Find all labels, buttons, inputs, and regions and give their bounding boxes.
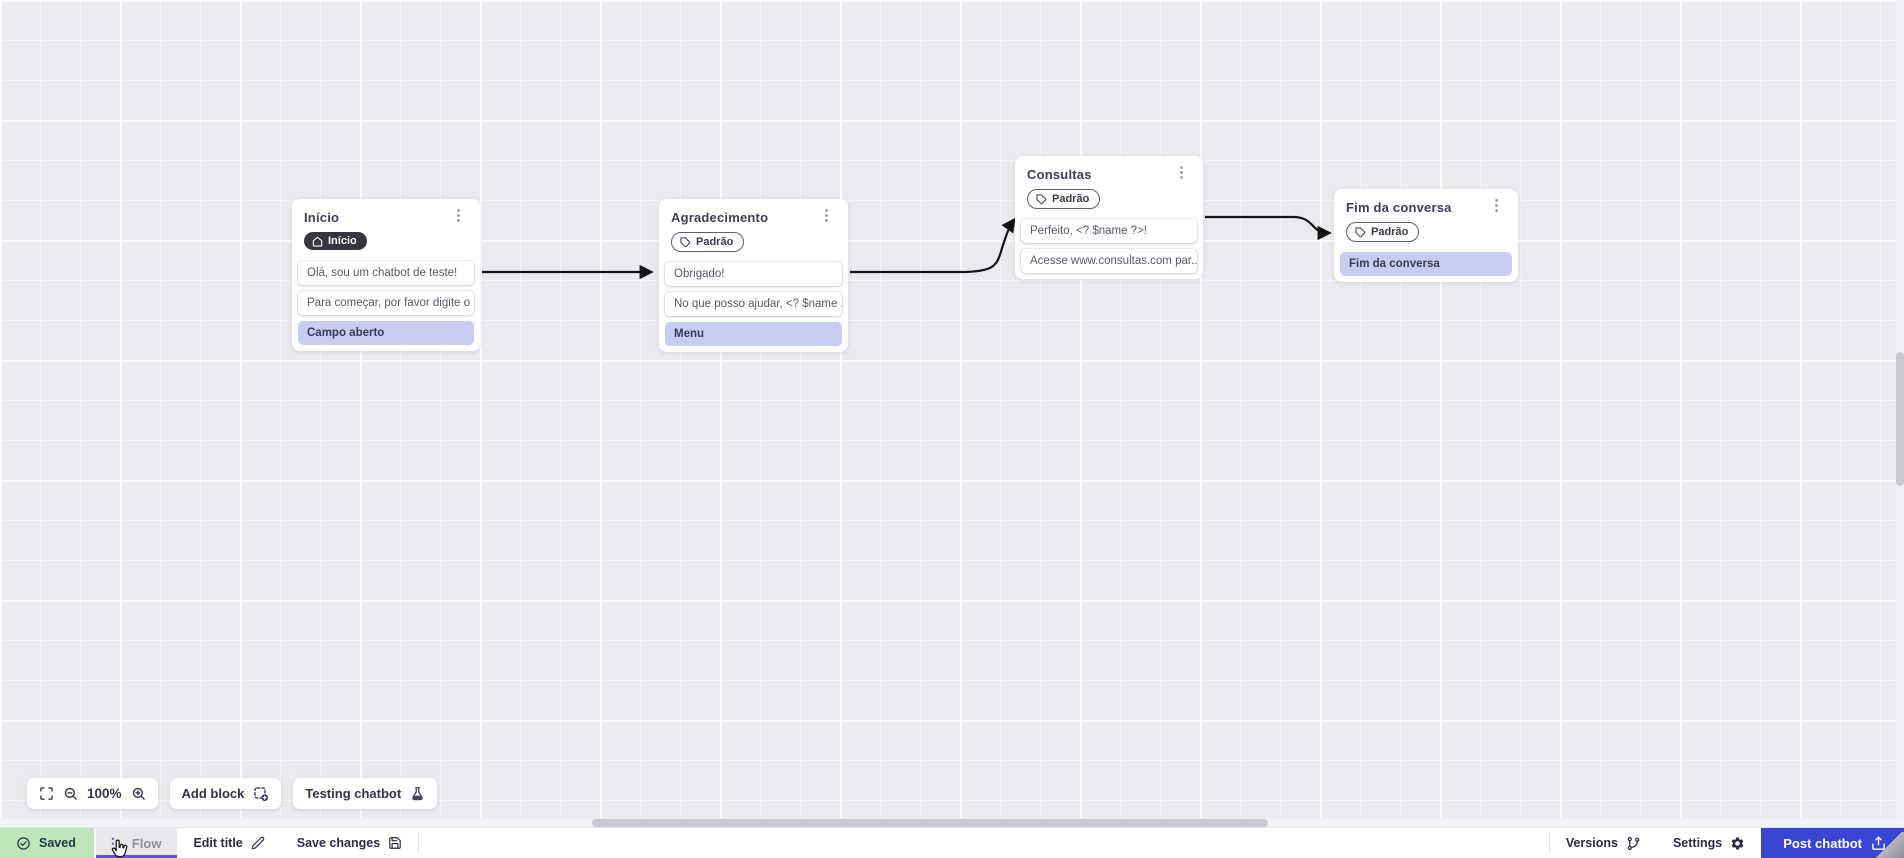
node-rows: Perfeito, <? $name ?>! Acesse www.consul…	[1021, 218, 1197, 273]
add-block-button[interactable]: Add block	[169, 778, 282, 809]
node-menu-icon[interactable]: ⋮	[819, 207, 834, 224]
horizontal-scrollbar-track[interactable]	[0, 819, 1904, 827]
node-rows: Fim da conversa	[1340, 251, 1512, 276]
message-row[interactable]: Acesse www.consultas.com par...	[1021, 248, 1197, 273]
message-row[interactable]: Perfeito, <? $name ?>!	[1021, 218, 1197, 243]
edit-title-label: Edit title	[193, 836, 243, 850]
connection-arrows	[482, 215, 1332, 280]
message-row[interactable]: Para começar, por favor digite o ...	[298, 290, 474, 315]
save-status-badge: Saved	[0, 828, 94, 858]
connector-agradecimento-consultas	[850, 217, 1016, 274]
node-header: Consultas ⋮	[1021, 165, 1197, 182]
gear-icon	[1731, 837, 1744, 849]
connector-consultas-fim	[1205, 215, 1332, 241]
flow-node-fim-da-conversa[interactable]: Fim da conversa ⋮ Padrão Fim da conversa	[1334, 189, 1518, 282]
flow-node-inicio[interactable]: Início ⋮ Início Olá, sou um chatbot de t…	[292, 199, 480, 351]
node-rows: Olá, sou um chatbot de teste! Para começ…	[298, 260, 474, 345]
flow-menu-icon[interactable]: ⋮	[105, 834, 120, 851]
node-title: Agradecimento	[671, 210, 769, 225]
badge-label: Padrão	[696, 236, 734, 248]
flow-tab-label: Flow	[131, 835, 162, 851]
start-badge: Início	[304, 232, 367, 250]
input-row[interactable]: Fim da conversa	[1340, 251, 1512, 276]
tag-icon	[1355, 226, 1366, 237]
check-circle-icon	[17, 836, 30, 850]
statusbar-spacer	[419, 828, 1549, 858]
post-chatbot-label: Post chatbot	[1783, 835, 1862, 851]
vertical-scrollbar-thumb[interactable]	[1896, 352, 1904, 486]
padrao-badge: Padrão	[1027, 189, 1101, 209]
canvas-toolbar: 100% Add block Testing chatbot	[27, 778, 438, 809]
flow-node-consultas[interactable]: Consultas ⋮ Padrão Perfeito, <? $name ?>…	[1015, 156, 1203, 279]
divider	[418, 832, 420, 854]
flow-canvas[interactable]: Início ⋮ Início Olá, sou um chatbot de t…	[0, 0, 1904, 827]
settings-label: Settings	[1672, 836, 1723, 850]
zoom-level: 100%	[87, 786, 122, 801]
saved-label: Saved	[39, 836, 76, 850]
node-title: Consultas	[1027, 167, 1092, 182]
zoom-controls: 100%	[27, 778, 158, 809]
tag-icon	[1036, 193, 1047, 204]
tag-icon	[680, 236, 691, 247]
save-changes-label: Save changes	[296, 836, 381, 850]
node-title: Fim da conversa	[1346, 200, 1452, 215]
padrao-badge: Padrão	[671, 232, 745, 252]
badge-label: Padrão	[1371, 226, 1409, 238]
node-title: Início	[304, 210, 340, 225]
status-bar: Saved ⋮ Flow Edit title Save changes Ver…	[0, 827, 1904, 858]
flow-node-agradecimento[interactable]: Agradecimento ⋮ Padrão Obrigado! No que …	[659, 199, 848, 352]
padrao-badge: Padrão	[1346, 222, 1420, 242]
versions-label: Versions	[1565, 836, 1618, 850]
tab-flow[interactable]: ⋮ Flow	[95, 828, 178, 858]
testing-chatbot-button[interactable]: Testing chatbot	[293, 778, 438, 809]
add-block-label: Add block	[181, 786, 245, 801]
git-branch-icon	[1627, 836, 1640, 850]
message-row[interactable]: Olá, sou um chatbot de teste!	[298, 260, 474, 285]
home-icon	[312, 236, 323, 247]
versions-button[interactable]: Versions	[1550, 828, 1657, 858]
post-chatbot-button[interactable]: Post chatbot	[1761, 828, 1904, 858]
zoom-out-icon[interactable]	[63, 786, 78, 801]
testing-chatbot-label: Testing chatbot	[305, 786, 402, 801]
save-icon	[389, 837, 401, 849]
node-header: Início ⋮	[298, 208, 474, 225]
divider	[1548, 832, 1550, 854]
pencil-icon	[251, 836, 265, 850]
upload-icon	[1872, 836, 1885, 850]
node-menu-icon[interactable]: ⋮	[451, 207, 466, 224]
node-rows: Obrigado! No que posso ajudar, <? $name …	[665, 261, 842, 346]
message-row[interactable]: Obrigado!	[665, 261, 842, 286]
horizontal-scrollbar-thumb[interactable]	[592, 819, 1268, 827]
node-header: Fim da conversa ⋮	[1340, 198, 1512, 215]
flask-icon	[410, 786, 425, 802]
settings-button[interactable]: Settings	[1657, 828, 1761, 858]
badge-label: Início	[328, 235, 357, 247]
edit-title-button[interactable]: Edit title	[177, 828, 280, 858]
node-menu-icon[interactable]: ⋮	[1174, 164, 1189, 181]
vertical-scrollbar-track[interactable]	[1896, 0, 1904, 819]
zoom-in-icon[interactable]	[131, 786, 146, 801]
add-block-icon	[253, 786, 269, 802]
node-header: Agradecimento ⋮	[665, 208, 842, 225]
input-row[interactable]: Campo aberto	[298, 320, 474, 345]
message-row[interactable]: No que posso ajudar, <? $name ...	[665, 291, 842, 316]
input-row[interactable]: Menu	[665, 321, 842, 346]
save-changes-button[interactable]: Save changes	[281, 828, 418, 858]
badge-label: Padrão	[1052, 193, 1090, 205]
fullscreen-icon[interactable]	[39, 786, 54, 801]
node-menu-icon[interactable]: ⋮	[1489, 197, 1504, 214]
